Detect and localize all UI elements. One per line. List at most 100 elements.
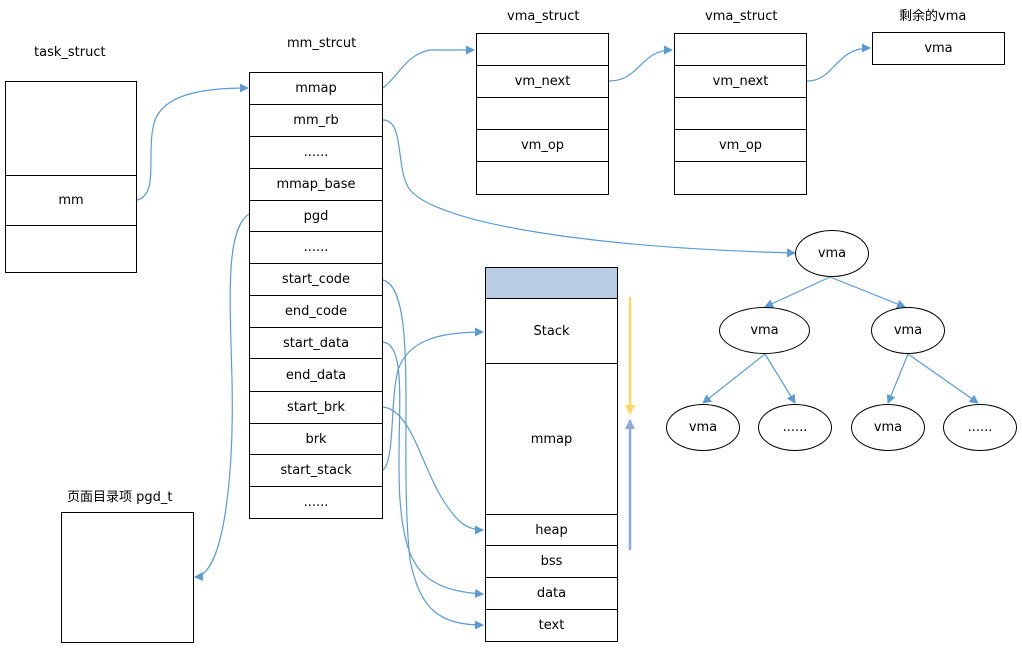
mm-field-mmap: mmap (249, 72, 383, 105)
arrow-mmap-to-vma1 (382, 45, 475, 89)
arrow-startcode-to-text (382, 279, 484, 630)
tree-edge-left-leftleft (702, 353, 766, 404)
rb-node-right: vma (871, 307, 945, 354)
mm-field-label: ...... (303, 240, 329, 255)
arrow-startstack-to-stack (382, 327, 484, 471)
mm-field-label: end_data (285, 367, 347, 383)
segment-data: data (485, 577, 618, 610)
remaining-vma-box: vma (872, 32, 1005, 65)
segment-label: bss (540, 554, 563, 569)
mm-field-start-stack: start_stack (249, 454, 383, 487)
vma1-vm-next-label: vm_next (514, 74, 571, 89)
rb-node-label: ...... (782, 420, 808, 435)
tree-edge-root-left (764, 276, 831, 308)
mm-field-label: start_brk (287, 400, 345, 415)
vma2-row-empty-1 (674, 33, 807, 66)
tree-edge-root-right (829, 276, 906, 309)
rb-node-label: ...... (967, 420, 993, 435)
task-struct-mm: mm (5, 175, 137, 226)
vma1-row-vm-next: vm_next (476, 65, 609, 98)
mm-field-mmap-base: mmap_base (249, 168, 383, 201)
vma2-vm-op-label: vm_op (718, 138, 763, 153)
rb-node-label: vma (893, 323, 923, 338)
arrow-mm-to-mmap (136, 83, 249, 201)
mm-field-start-data: start_data (249, 327, 383, 359)
segment-bss: bss (485, 545, 618, 578)
vma1-row-empty-3 (476, 161, 609, 195)
segment-label: heap (535, 522, 568, 538)
segment-stack: Stack (485, 298, 618, 364)
segment-label: Stack (533, 323, 570, 339)
mm-field-label: ...... (303, 495, 329, 510)
mm-field-label: start_data (282, 335, 350, 351)
mm-field-label: mm_rb (293, 113, 339, 128)
vma1-row-empty-2 (476, 97, 609, 130)
arrow-startbrk-to-heap (382, 406, 484, 535)
mm-field-brk: brk (249, 423, 383, 455)
rb-node-left: vma (719, 307, 810, 354)
arrow-mmrb-to-rbtree (382, 119, 796, 258)
segment-label: mmap (530, 431, 573, 447)
mm-field-label: pgd (303, 208, 329, 224)
rb-node-left-left: vma (666, 404, 740, 451)
mm-field-label: end_code (284, 304, 348, 319)
mm-field-start-code: start_code (249, 263, 383, 296)
segment-heap: heap (485, 514, 618, 546)
mm-field-label: brk (305, 431, 327, 447)
mm-field-label: start_code (281, 272, 351, 287)
vma1-row-vm-op: vm_op (476, 129, 609, 162)
segment-text: text (485, 609, 618, 642)
mm-field-ellipsis-2: ...... (249, 231, 383, 264)
mm-field-label: ...... (303, 145, 329, 160)
vma-struct-1-title: vma_struct (507, 9, 580, 24)
mm-field-ellipsis-3: ...... (249, 486, 383, 519)
arrow-vmnext1-to-vma2 (608, 45, 673, 82)
mm-field-pgd: pgd (249, 200, 383, 232)
vma2-row-vm-op: vm_op (674, 129, 807, 162)
segment-label: data (536, 586, 567, 601)
rb-node-label: vma (750, 323, 779, 338)
vma1-row-empty-1 (476, 33, 609, 66)
rb-node-right-right: ...... (943, 404, 1017, 451)
mm-field-label: mmap_base (276, 177, 356, 192)
pgd-t-title: 页面目录项 pgd_t (67, 490, 173, 505)
rb-node-label: vma (873, 420, 903, 435)
mm-struct-title: mm_strcut (287, 36, 357, 51)
tree-edge-right-rightleft (886, 353, 909, 404)
vma2-row-empty-2 (674, 97, 807, 130)
task-struct-upper (5, 81, 137, 176)
mm-field-end-data: end_data (249, 358, 383, 392)
arrow-pgd-to-pgdt (194, 213, 250, 581)
vma1-vm-op-label: vm_op (520, 138, 565, 153)
task-struct-title: task_struct (34, 45, 106, 60)
pgd-t-box (61, 512, 194, 643)
mm-field-label: mmap (295, 81, 337, 96)
rb-node-root: vma (795, 230, 869, 277)
memory-layout-top (485, 267, 618, 299)
rb-node-right-left: vma (851, 404, 925, 451)
segment-label: text (538, 618, 565, 633)
tree-edge-left-leftright (764, 353, 796, 404)
mm-field-end-code: end_code (249, 295, 383, 328)
rb-node-label: vma (817, 246, 847, 261)
vma2-row-empty-3 (674, 161, 807, 195)
mm-field-ellipsis-1: ...... (249, 136, 383, 169)
vma2-row-vm-next: vm_next (674, 65, 807, 98)
task-struct-lower (5, 225, 137, 273)
remaining-vma-title: 剩余的vma (899, 9, 967, 24)
tree-edge-right-rightright (907, 353, 979, 404)
mm-field-start-brk: start_brk (249, 391, 383, 424)
arrow-startdata-to-data (382, 341, 484, 598)
vma2-vm-next-label: vm_next (712, 74, 769, 89)
segment-mmap: mmap (485, 363, 618, 515)
rb-node-label: vma (688, 420, 718, 435)
mm-field-mm-rb: mm_rb (249, 104, 383, 137)
vma-struct-2-title: vma_struct (705, 9, 778, 24)
mm-field-label: start_stack (280, 463, 352, 478)
arrow-vmnext2-to-remaining (806, 43, 871, 82)
task-struct-mm-label: mm (58, 193, 84, 208)
remaining-vma-label: vma (924, 41, 953, 56)
rb-node-left-right: ...... (758, 404, 832, 451)
